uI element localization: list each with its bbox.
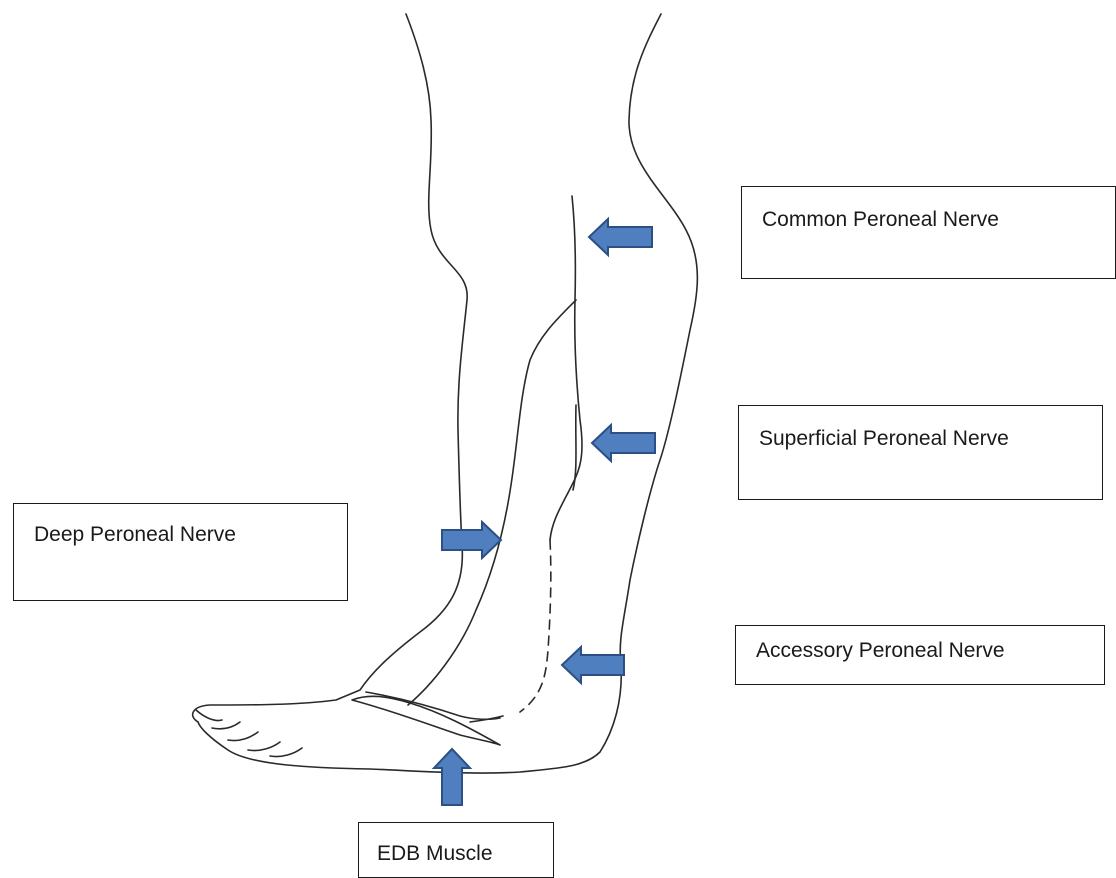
label-deep-peroneal-nerve: Deep Peroneal Nerve — [13, 503, 348, 601]
label-accessory-peroneal-nerve: Accessory Peroneal Nerve — [735, 625, 1105, 685]
arrow-superficial-peroneal — [592, 425, 655, 461]
arrow-accessory-peroneal — [562, 647, 624, 683]
leg-back-outline — [193, 14, 468, 722]
arrow-deep-peroneal — [442, 522, 501, 558]
accessory-nerve-dashed — [520, 540, 551, 712]
label-deep-peroneal-text: Deep Peroneal Nerve — [34, 523, 236, 546]
edb-tendon-line — [366, 692, 500, 719]
toe-line-5 — [270, 748, 302, 757]
arrow-common-peroneal — [589, 219, 652, 255]
label-superficial-peroneal-text: Superficial Peroneal Nerve — [759, 427, 1009, 450]
toe-line-3 — [228, 732, 258, 741]
arrow-edb-muscle — [434, 749, 470, 805]
superficial-nerve-line — [573, 405, 576, 490]
label-accessory-peroneal-text: Accessory Peroneal Nerve — [756, 639, 1005, 662]
label-edb-muscle-text: EDB Muscle — [377, 842, 493, 865]
label-superficial-peroneal-nerve: Superficial Peroneal Nerve — [738, 405, 1103, 500]
label-common-peroneal-nerve: Common Peroneal Nerve — [741, 186, 1116, 279]
deep-nerve-line — [408, 300, 576, 705]
toe-line-2 — [212, 722, 240, 729]
tibial-crest-line — [550, 196, 582, 540]
toe-line-4 — [248, 742, 280, 751]
label-edb-muscle: EDB Muscle — [358, 822, 554, 878]
toe-line-1 — [196, 710, 222, 721]
label-common-peroneal-text: Common Peroneal Nerve — [762, 208, 999, 231]
